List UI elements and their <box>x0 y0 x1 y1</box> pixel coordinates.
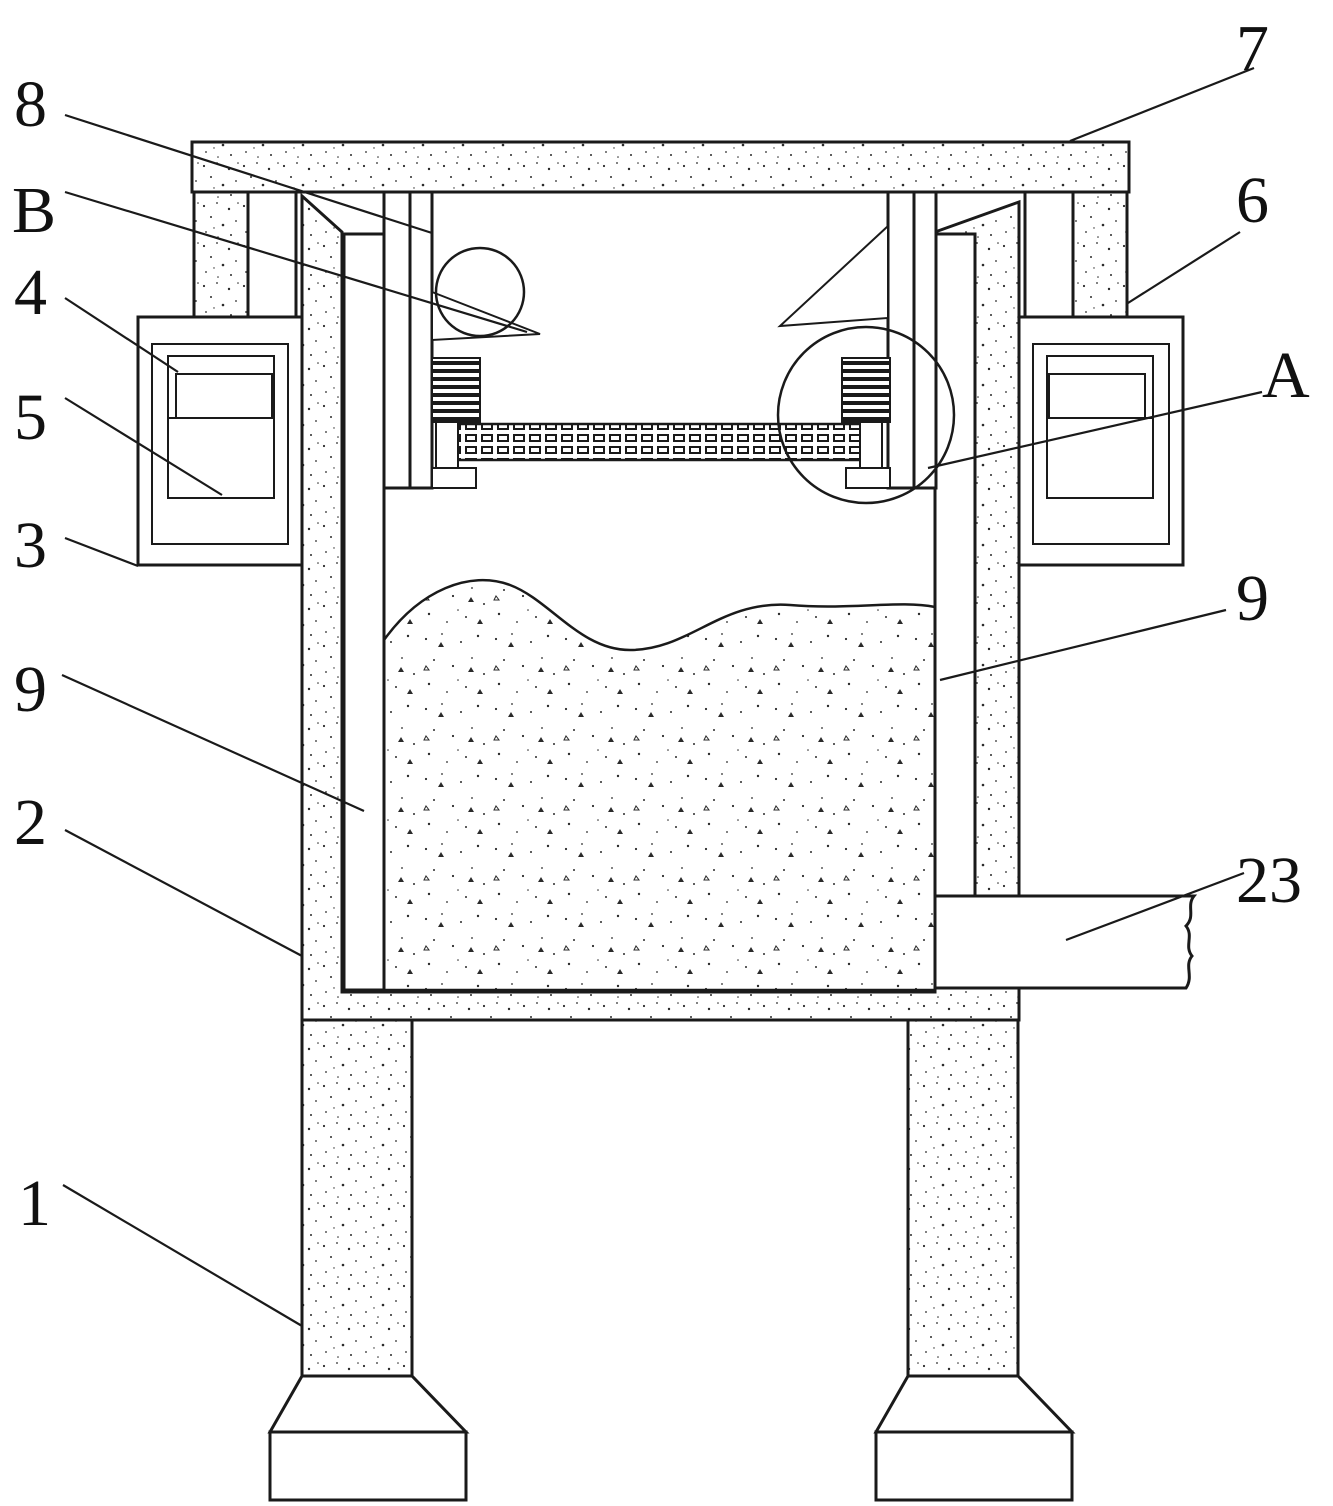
label-3: 3 <box>14 509 47 582</box>
leader-6 <box>1127 231 1241 304</box>
left-inner-plate <box>342 232 386 992</box>
left-spring <box>431 357 481 423</box>
right-foot-taper <box>873 1374 1076 1434</box>
left-slider-block <box>175 373 273 419</box>
leader-7 <box>1069 66 1255 143</box>
right-spring <box>841 357 891 423</box>
label-9-left: 9 <box>14 653 47 726</box>
left-guide-rail-inner <box>408 190 434 490</box>
right-screen-seat <box>845 467 891 489</box>
right-inner-rod <box>1023 190 1075 320</box>
right-slider-block <box>1048 373 1146 419</box>
left-screen-seat <box>431 467 477 489</box>
label-6: 6 <box>1236 164 1269 237</box>
right-weight-block <box>1046 417 1154 499</box>
label-8: 8 <box>14 68 47 141</box>
right-inner-plate <box>933 232 977 898</box>
left-weight-block <box>167 417 275 499</box>
label-1: 1 <box>18 1167 51 1240</box>
filter-screen <box>454 422 864 462</box>
leader-5 <box>64 397 223 496</box>
label-5: 5 <box>14 381 47 454</box>
label-7: 7 <box>1236 12 1269 85</box>
right-screen-clamp <box>859 421 883 469</box>
leader-9-right <box>939 608 1227 682</box>
leader-8 <box>64 113 433 235</box>
leader-1 <box>62 1184 303 1327</box>
label-9-right: 9 <box>1236 562 1269 635</box>
leader-9-left <box>61 673 365 813</box>
leader-2 <box>64 829 303 957</box>
right-foot-base <box>874 1430 1074 1502</box>
label-23: 23 <box>1236 844 1302 917</box>
label-2: 2 <box>14 786 47 859</box>
material-pile <box>382 578 937 992</box>
leader-b <box>64 190 528 334</box>
label-b: B <box>12 174 56 247</box>
detail-circle-a <box>776 325 956 505</box>
left-foot-base <box>268 1430 468 1502</box>
left-foot-taper <box>267 1374 470 1434</box>
right-leg <box>906 1018 1020 1378</box>
leader-3 <box>64 536 139 568</box>
left-guide-rail <box>382 190 412 490</box>
leader-a <box>927 390 1263 470</box>
detail-circle-b <box>434 246 526 338</box>
label-a: A <box>1262 339 1310 412</box>
right-scraper-blade <box>777 223 889 328</box>
right-guide-rail-inner <box>912 190 938 490</box>
left-screen-clamp <box>435 421 459 469</box>
top-plate <box>190 140 1131 194</box>
discharge-pipe <box>933 894 1198 990</box>
left-leg <box>300 1018 414 1378</box>
leader-4 <box>64 297 179 373</box>
leader-23 <box>1065 871 1245 942</box>
label-4: 4 <box>14 256 47 329</box>
